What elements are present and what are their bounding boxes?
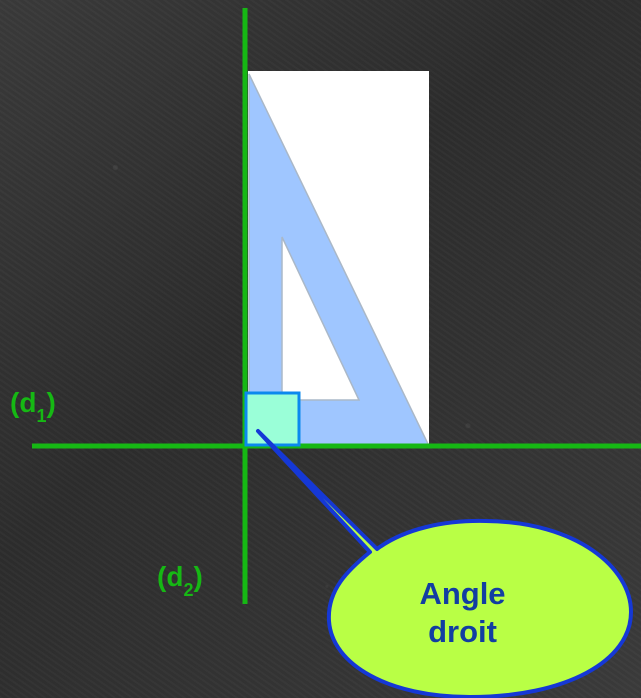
line-label-d2: (d2) bbox=[157, 561, 203, 599]
callout-text: Angle droit bbox=[390, 575, 535, 651]
callout-line-angle: Angle bbox=[419, 576, 506, 611]
line-label-d2-start: (d bbox=[157, 561, 184, 592]
line-label-d1-subscript: 1 bbox=[36, 405, 47, 426]
line-label-d1-start: (d bbox=[10, 387, 37, 418]
right-angle-square bbox=[244, 391, 301, 447]
line-label-d1: (d1) bbox=[10, 387, 56, 425]
callout-line-droit: droit bbox=[428, 614, 497, 649]
line-label-d2-end: ) bbox=[193, 561, 203, 592]
line-label-d2-subscript: 2 bbox=[183, 579, 194, 600]
angle-droit-callout bbox=[256, 429, 633, 698]
line-label-d1-end: ) bbox=[46, 387, 56, 418]
